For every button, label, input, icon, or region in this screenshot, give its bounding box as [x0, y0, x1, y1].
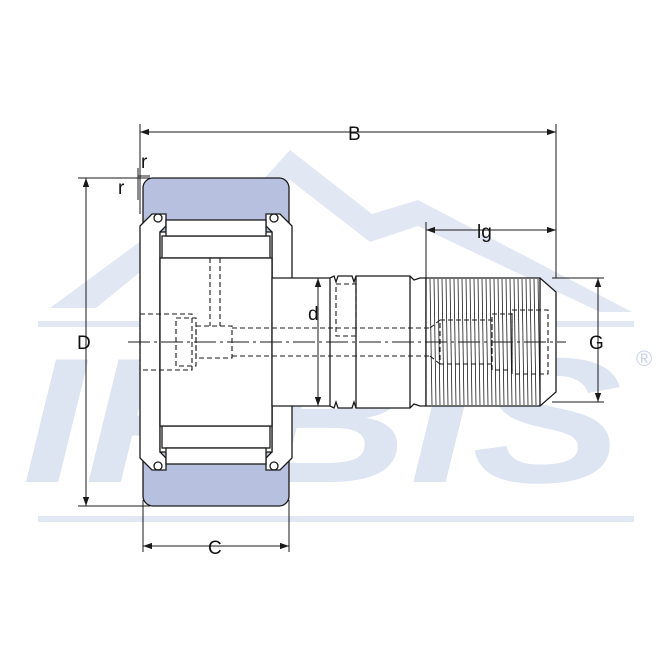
label-B: B: [348, 124, 361, 145]
label-d: d: [308, 304, 319, 325]
label-C: C: [208, 538, 222, 559]
label-D: D: [77, 333, 91, 354]
label-r-side: r: [118, 178, 125, 199]
dimensions: [78, 124, 604, 552]
watermark-band-bottom: [38, 516, 634, 522]
dimension-labels: B r r lg D d G C: [77, 124, 604, 559]
hidden-lines: [139, 258, 549, 375]
label-r-top: r: [141, 152, 148, 173]
label-lg: lg: [477, 222, 492, 243]
label-G: G: [589, 333, 604, 354]
registered-mark: ®: [636, 346, 652, 371]
